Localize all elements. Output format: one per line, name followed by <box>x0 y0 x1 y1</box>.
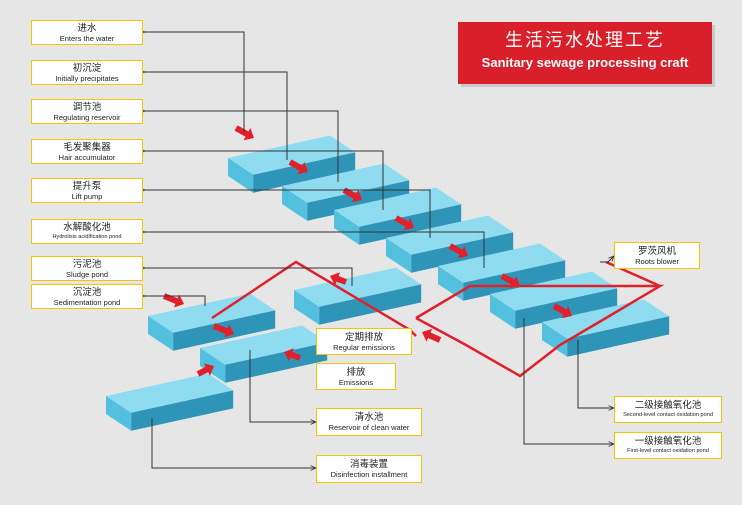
leader-clean-water <box>249 350 316 422</box>
flow-arrow-4 <box>394 215 415 231</box>
air-pipe-right <box>415 284 665 378</box>
flow-arrow-shape <box>394 215 415 231</box>
leader-regulating-reservoir <box>145 111 339 182</box>
tank-clean-water-top <box>200 325 328 365</box>
air-pipe-left <box>211 260 417 337</box>
label-first-contact: 一级接触氧化池 First-level contact oxidation po… <box>614 432 722 459</box>
tank-clean-water-left <box>200 348 226 383</box>
leader-sedimentation-pond <box>145 296 206 306</box>
label-sludge-pond: 污泥池 Sludge pond <box>31 256 143 281</box>
flow-arrow-shape <box>212 323 234 338</box>
flow-arrow-shape <box>196 363 215 377</box>
tank-disinfection-left <box>106 396 132 431</box>
flow-arrow-shape <box>552 303 573 319</box>
tank-second-contact-left <box>490 294 516 329</box>
tank-hair-top <box>334 187 462 227</box>
tank-sludge-front <box>319 284 422 325</box>
tank-hair-left <box>334 210 360 245</box>
leader-roots-blower <box>600 256 614 263</box>
leader-lift-pump <box>145 190 431 238</box>
flow-arrow-shape <box>342 187 363 203</box>
leader-first-contact <box>523 318 614 444</box>
label-roots-blower: 罗茨风机 Roots blower <box>614 242 700 269</box>
flow-arrow-shape <box>448 243 469 259</box>
leader-enters-water <box>145 32 245 132</box>
leader-sludge-pond <box>145 268 353 286</box>
flow-arrow-12 <box>330 272 348 286</box>
flow-arrow-9 <box>212 323 234 338</box>
tank-initial-precipitation-top <box>228 135 356 175</box>
tank-hydrolysis-left <box>438 266 464 301</box>
tank-sedimentation-left <box>148 316 174 351</box>
flow-arrow-shape <box>234 125 255 141</box>
tank-second-contact-front <box>515 288 618 329</box>
label-emissions: 排放 Emissions <box>316 363 396 390</box>
flow-arrow-layer <box>162 125 573 377</box>
flow-arrow-shape <box>330 272 348 286</box>
flow-arrow-3 <box>342 187 363 203</box>
tank-initial-precipitation-left <box>228 158 254 193</box>
label-hair-accumulator: 毛发聚集器 Hair accumulator <box>31 139 143 164</box>
tank-regulating-top <box>282 163 410 203</box>
label-hydrolysis-pond: 水解酸化池 Hydrolisis acidification pond <box>31 219 143 244</box>
leader-line-layer <box>145 32 614 468</box>
label-lift-pump: 提升泵 Lift pump <box>31 178 143 203</box>
label-clean-water: 清水池 Reservoir of clean water <box>316 408 422 436</box>
flow-arrow-shape <box>284 348 302 362</box>
leader-disinfection <box>151 418 316 468</box>
tank-disinfection-top <box>106 373 234 413</box>
label-regular-emissions: 定期排放 Regular emissions <box>316 328 412 355</box>
label-second-contact: 二级接触氧化池 Second-level contact oxidation p… <box>614 396 722 423</box>
flow-arrow-shape <box>422 328 442 343</box>
tank-first-contact-front <box>567 316 670 357</box>
title-chinese: 生活污水处理工艺 <box>505 30 665 51</box>
tank-sedimentation-top <box>148 293 276 333</box>
tank-hydrolysis-top <box>438 243 566 283</box>
flow-arrow-11 <box>284 348 302 362</box>
tank-clean-water-front <box>225 342 328 383</box>
label-initially-precipitates: 初沉淀 Initially precipitates <box>31 60 143 85</box>
flow-arrow-6 <box>500 273 521 289</box>
tank-regulating-left <box>282 186 308 221</box>
flow-arrow-8 <box>162 293 184 308</box>
tank-lift-top <box>386 215 514 255</box>
label-disinfection: 消毒装置 Disinfection installment <box>316 455 422 483</box>
leader-initially-precipitates <box>145 72 288 160</box>
tank-disinfection <box>106 373 234 431</box>
leader-second-contact <box>577 340 614 408</box>
tank-sludge-left <box>294 290 320 325</box>
title-english: Sanitary sewage processing craft <box>481 55 689 70</box>
label-regulating-reservoir: 调节池 Regulating reservoir <box>31 99 143 124</box>
flow-arrow-5 <box>448 243 469 259</box>
tank-second-contact-top <box>490 271 618 311</box>
label-enters-water: 进水 Enters the water <box>31 20 143 45</box>
flow-arrow-13 <box>422 328 442 343</box>
flow-arrow-1 <box>234 125 255 141</box>
flow-arrow-shape <box>288 159 309 175</box>
tank-clean-water <box>200 325 328 383</box>
tank-sludge-top <box>294 267 422 307</box>
tank-second-contact <box>490 271 618 329</box>
label-sedimentation-pond: 沉淀池 Sedimentation pond <box>31 284 143 309</box>
diagram-title: 生活污水处理工艺 Sanitary sewage processing craf… <box>458 22 712 84</box>
leader-hydrolysis-pond <box>145 232 485 268</box>
flow-arrow-shape <box>162 293 184 308</box>
flow-arrow-2 <box>288 159 309 175</box>
flow-arrow-shape <box>500 273 521 289</box>
tank-sludge <box>294 267 422 325</box>
tank-disinfection-front <box>131 390 234 431</box>
flow-arrow-10 <box>196 363 215 377</box>
tank-first-contact-left <box>542 322 568 357</box>
flow-arrow-7 <box>552 303 573 319</box>
tank-lift-left <box>386 238 412 273</box>
